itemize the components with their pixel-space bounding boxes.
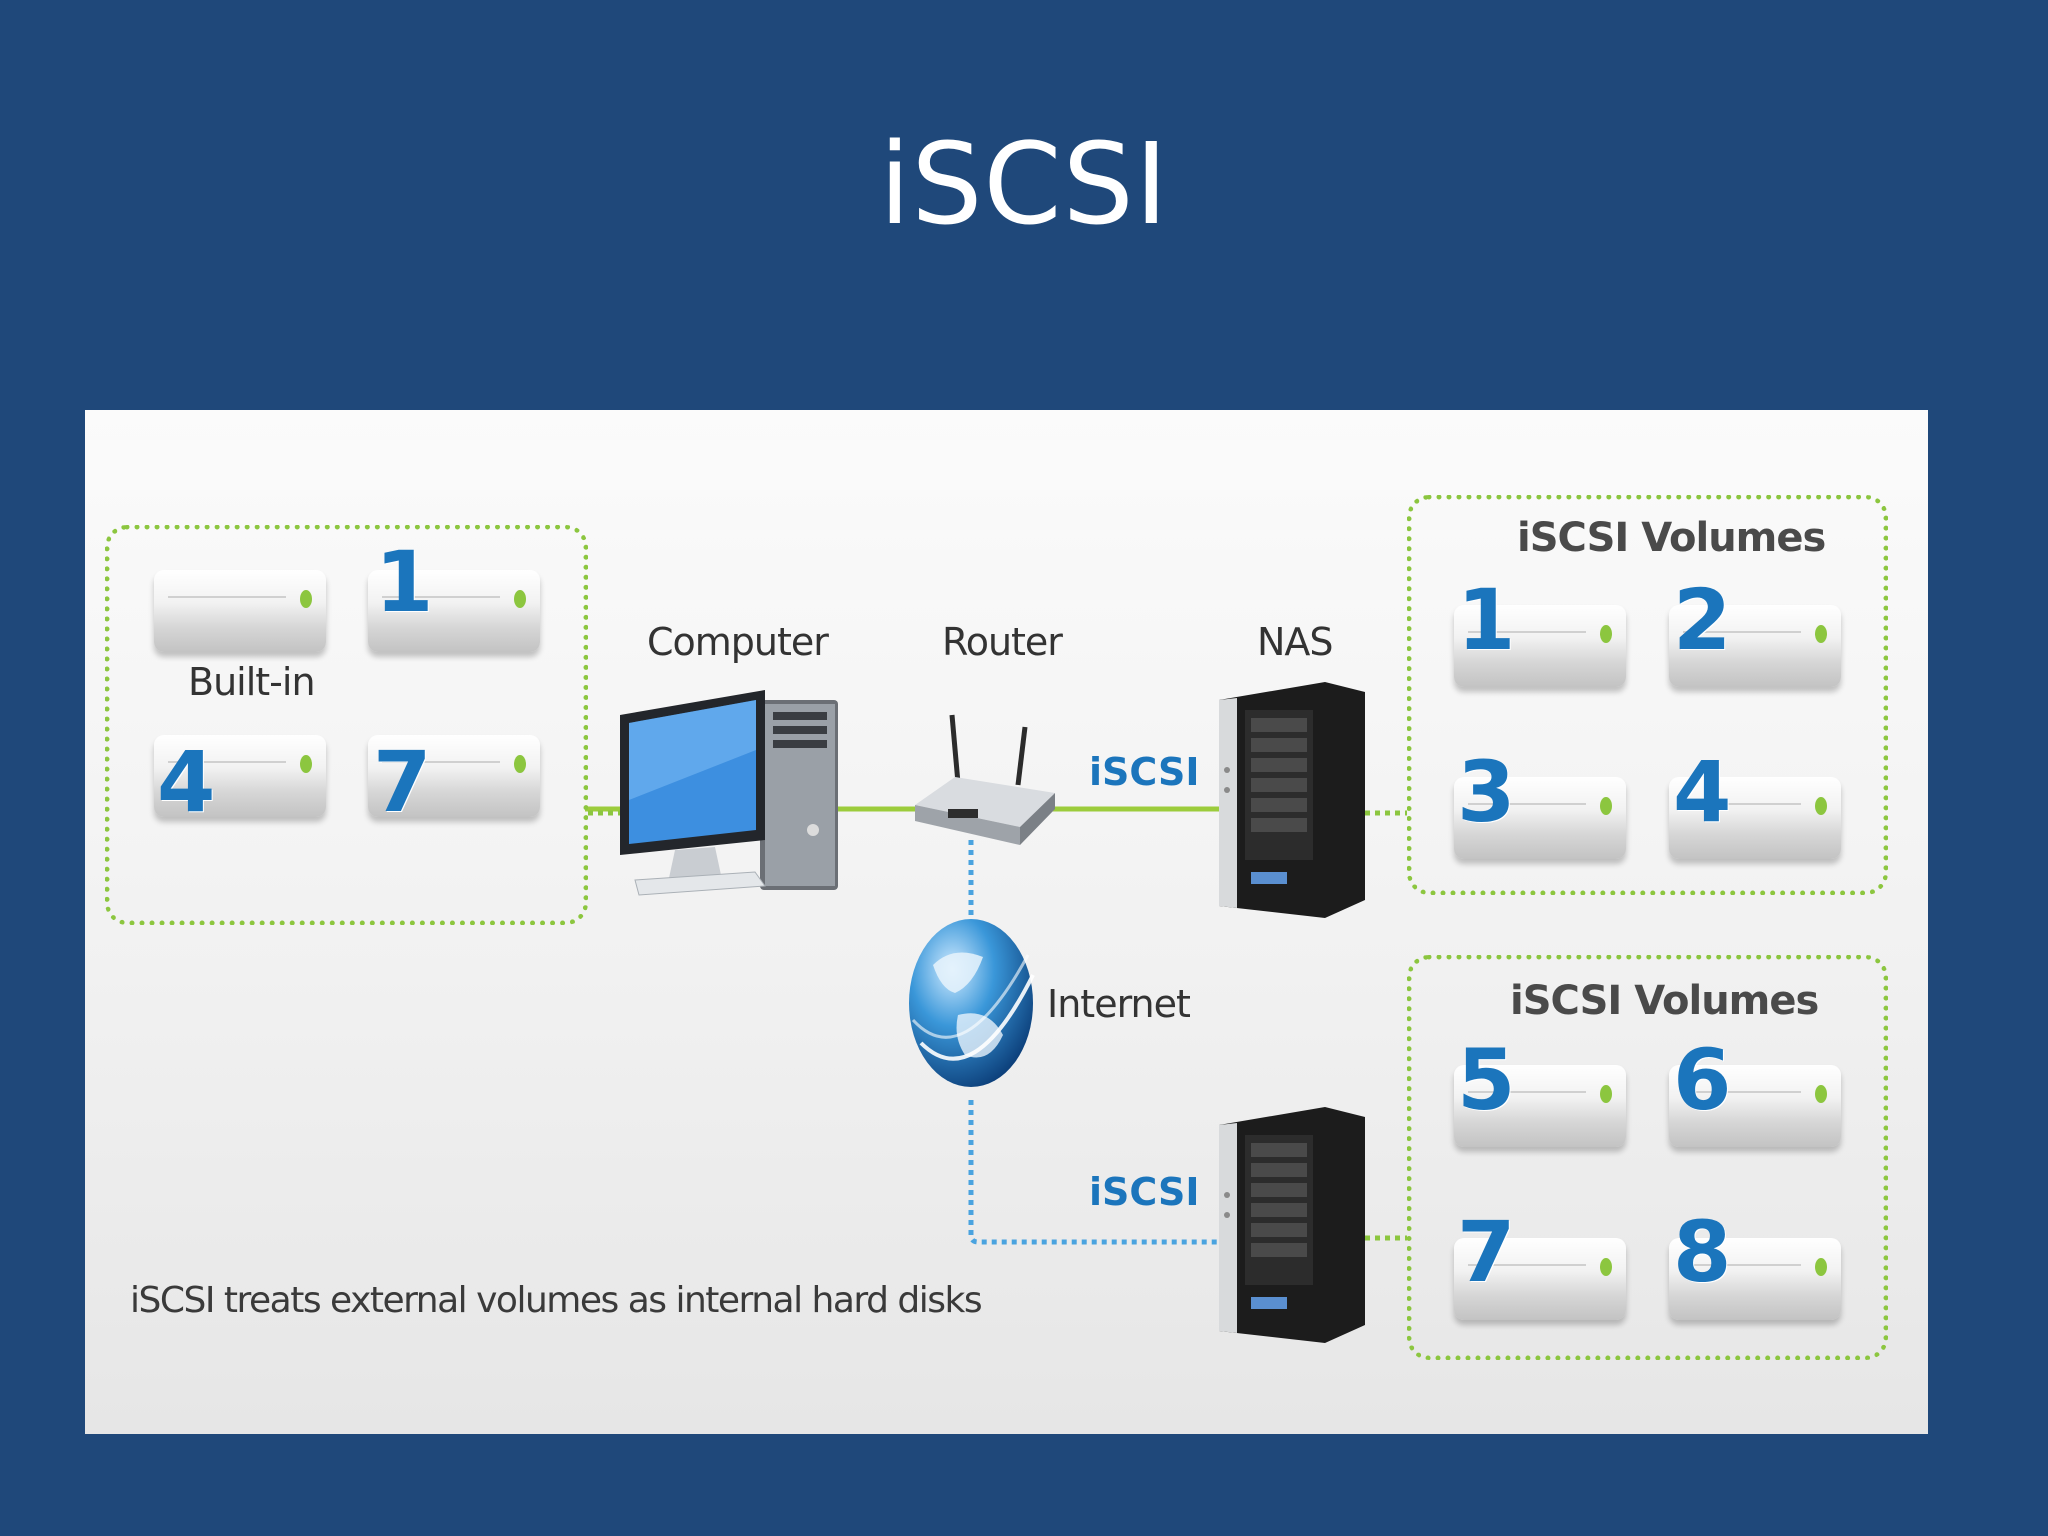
volume-disk-7 [1454,1238,1626,1320]
nas-server-icon [1219,682,1365,918]
disk-led [514,590,526,608]
mapped-disk-1 [368,570,540,652]
slide-title: iSCSI [879,120,1169,250]
volume-number: 4 [1673,743,1732,841]
disk-led [1600,625,1612,643]
volume-number: 8 [1673,1203,1732,1301]
volume-disk-4 [1669,777,1841,859]
internet-nas-link [968,1100,1228,1245]
iscsi-volumes-top [1407,495,1888,895]
disk-number: 4 [157,733,216,831]
disk-led [300,755,312,773]
disk-led [1815,797,1827,815]
volume-number: 7 [1457,1203,1516,1301]
iscsi-volumes-bottom [1407,955,1888,1360]
volume-disk-6 [1669,1065,1841,1147]
volume-number: 5 [1457,1031,1516,1129]
volumes-title: iSCSI Volumes [1510,978,1819,1024]
mapped-disk-7 [368,735,540,817]
nas-label: NAS [1257,620,1334,664]
builtin-label: Built-in [188,660,316,704]
disk-number: 7 [373,733,432,831]
disk-led [514,755,526,773]
volume-number: 6 [1673,1031,1732,1129]
volume-disk-8 [1669,1238,1841,1320]
globe-icon [909,919,1035,1087]
diagram-caption: iSCSI treats external volumes as interna… [130,1280,983,1321]
router-icon [915,714,1055,845]
volume-disk-5 [1454,1065,1626,1147]
disk-led [1815,1258,1827,1276]
builtin-disk [154,570,326,652]
router-label: Router [942,620,1063,664]
local-disks-group [105,525,588,925]
volume-number: 2 [1673,571,1732,669]
disk-led [1600,797,1612,815]
disk-led [1600,1085,1612,1103]
disk-led [300,590,312,608]
computer-icon [620,690,838,896]
iscsi-diagram: Built-in 1 4 7 Computer Router iSCSI [85,410,1928,1434]
volume-disk-2 [1669,605,1841,687]
volume-disk-1 [1454,605,1626,687]
disk-led [1815,1085,1827,1103]
iscsi-link-label: iSCSI [1089,1170,1200,1214]
disk-led [1815,625,1827,643]
disk-number: 1 [375,533,434,631]
internet-label: Internet [1047,982,1191,1026]
iscsi-link-label: iSCSI [1089,750,1200,794]
volume-disk-3 [1454,777,1626,859]
nas-server-icon [1219,1107,1365,1343]
volumes-title: iSCSI Volumes [1517,515,1826,561]
volume-number: 1 [1457,571,1516,669]
computer-label: Computer [647,620,829,664]
volume-number: 3 [1457,743,1516,841]
mapped-disk-4 [154,735,326,817]
disk-led [1600,1258,1612,1276]
